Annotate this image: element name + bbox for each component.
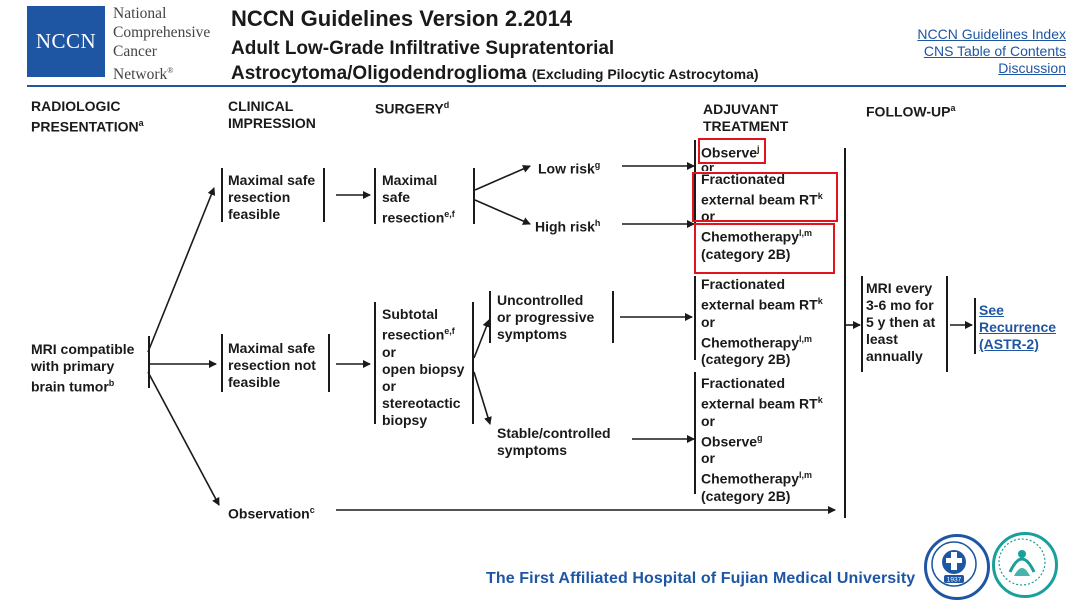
svg-text:1937: 1937 xyxy=(947,577,962,584)
node-max-safe-feasible: Maximal safe resection feasible xyxy=(228,172,316,222)
adj-top-group: Observej or Fractionated external beam R… xyxy=(701,144,823,262)
bracket-adj-top xyxy=(694,140,696,272)
nav-links: NCCN Guidelines Index CNS Table of Conte… xyxy=(917,26,1066,77)
node-low-risk: Low riskg xyxy=(538,160,601,177)
node-high-risk: High riskh xyxy=(535,218,601,235)
page-subtitle: Adult Low-Grade Infiltrative Supratentor… xyxy=(231,38,759,84)
bracket-see-left xyxy=(974,298,976,354)
header-divider xyxy=(27,85,1066,87)
col-header-adjuvant: ADJUVANT TREATMENT xyxy=(703,101,789,134)
bracket-feasible-right xyxy=(323,168,325,222)
col-header-followup: FOLLOW-UPa xyxy=(866,103,956,120)
node-max-safe-resection: Maximal safe resectione,f xyxy=(382,172,455,226)
bracket-subtotal-right xyxy=(472,302,474,424)
bracket-subtotal-left xyxy=(374,302,376,424)
link-cns-toc[interactable]: CNS Table of Contents xyxy=(923,43,1066,59)
node-mri: MRI compatible with primary brain tumorb xyxy=(31,341,135,395)
bracket-notfeasible-left xyxy=(221,334,223,392)
bracket-notfeasible-right xyxy=(328,334,330,392)
bracket-followup-left xyxy=(861,276,863,372)
link-guidelines-index[interactable]: NCCN Guidelines Index xyxy=(917,26,1066,42)
logo-wordmark: National Comprehensive Cancer Network® xyxy=(113,5,211,84)
bracket-uncontrolled-right xyxy=(612,291,614,343)
footer-hospital-name: The First Affiliated Hospital of Fujian … xyxy=(486,570,916,587)
node-uncontrolled: Uncontrolled or progressive symptoms xyxy=(497,292,595,342)
node-observation: Observationc xyxy=(228,505,315,522)
highlight-chemotherapy xyxy=(694,223,835,274)
col-header-surgery: SURGERYd xyxy=(375,100,450,117)
adj-bottom-group: Fractionated external beam RTk or Observ… xyxy=(701,375,823,504)
bracket-feasible-left xyxy=(221,168,223,222)
bracket-adj-bottom xyxy=(694,372,696,494)
link-discussion[interactable]: Discussion xyxy=(998,60,1066,76)
node-followup: MRI every 3-6 mo for 5 y then at least a… xyxy=(866,280,936,364)
link-see-recurrence[interactable]: See Recurrence (ASTR-2) xyxy=(979,302,1057,352)
bracket-mri xyxy=(148,336,150,388)
bracket-followup-right xyxy=(946,276,948,372)
node-stable: Stable/controlled symptoms xyxy=(497,425,611,458)
bracket-maxsafe-left xyxy=(374,168,376,224)
node-subtotal: Subtotal resectione,f or open biopsy or … xyxy=(382,306,465,428)
bracket-adj-mid xyxy=(694,276,696,360)
bracket-maxsafe-right xyxy=(473,168,475,224)
hospital-emblem-logo xyxy=(992,532,1058,598)
highlight-fractionated-rt xyxy=(692,172,838,222)
bracket-adjuvant-collect xyxy=(844,148,846,518)
col-header-radiologic: RADIOLOGIC PRESENTATIONa xyxy=(31,98,144,135)
hospital-seal-logo: 1937 xyxy=(924,534,990,600)
bracket-uncontrolled-left xyxy=(489,291,491,343)
highlight-observe xyxy=(698,138,766,164)
adj-mid-group: Fractionated external beam RTk or Chemot… xyxy=(701,276,823,368)
nccn-logo: NCCN xyxy=(27,6,105,77)
col-header-clinical: CLINICAL IMPRESSION xyxy=(228,98,316,131)
node-max-safe-not-feasible: Maximal safe resection not feasible xyxy=(228,340,316,390)
page-title: NCCN Guidelines Version 2.2014 xyxy=(231,6,573,31)
